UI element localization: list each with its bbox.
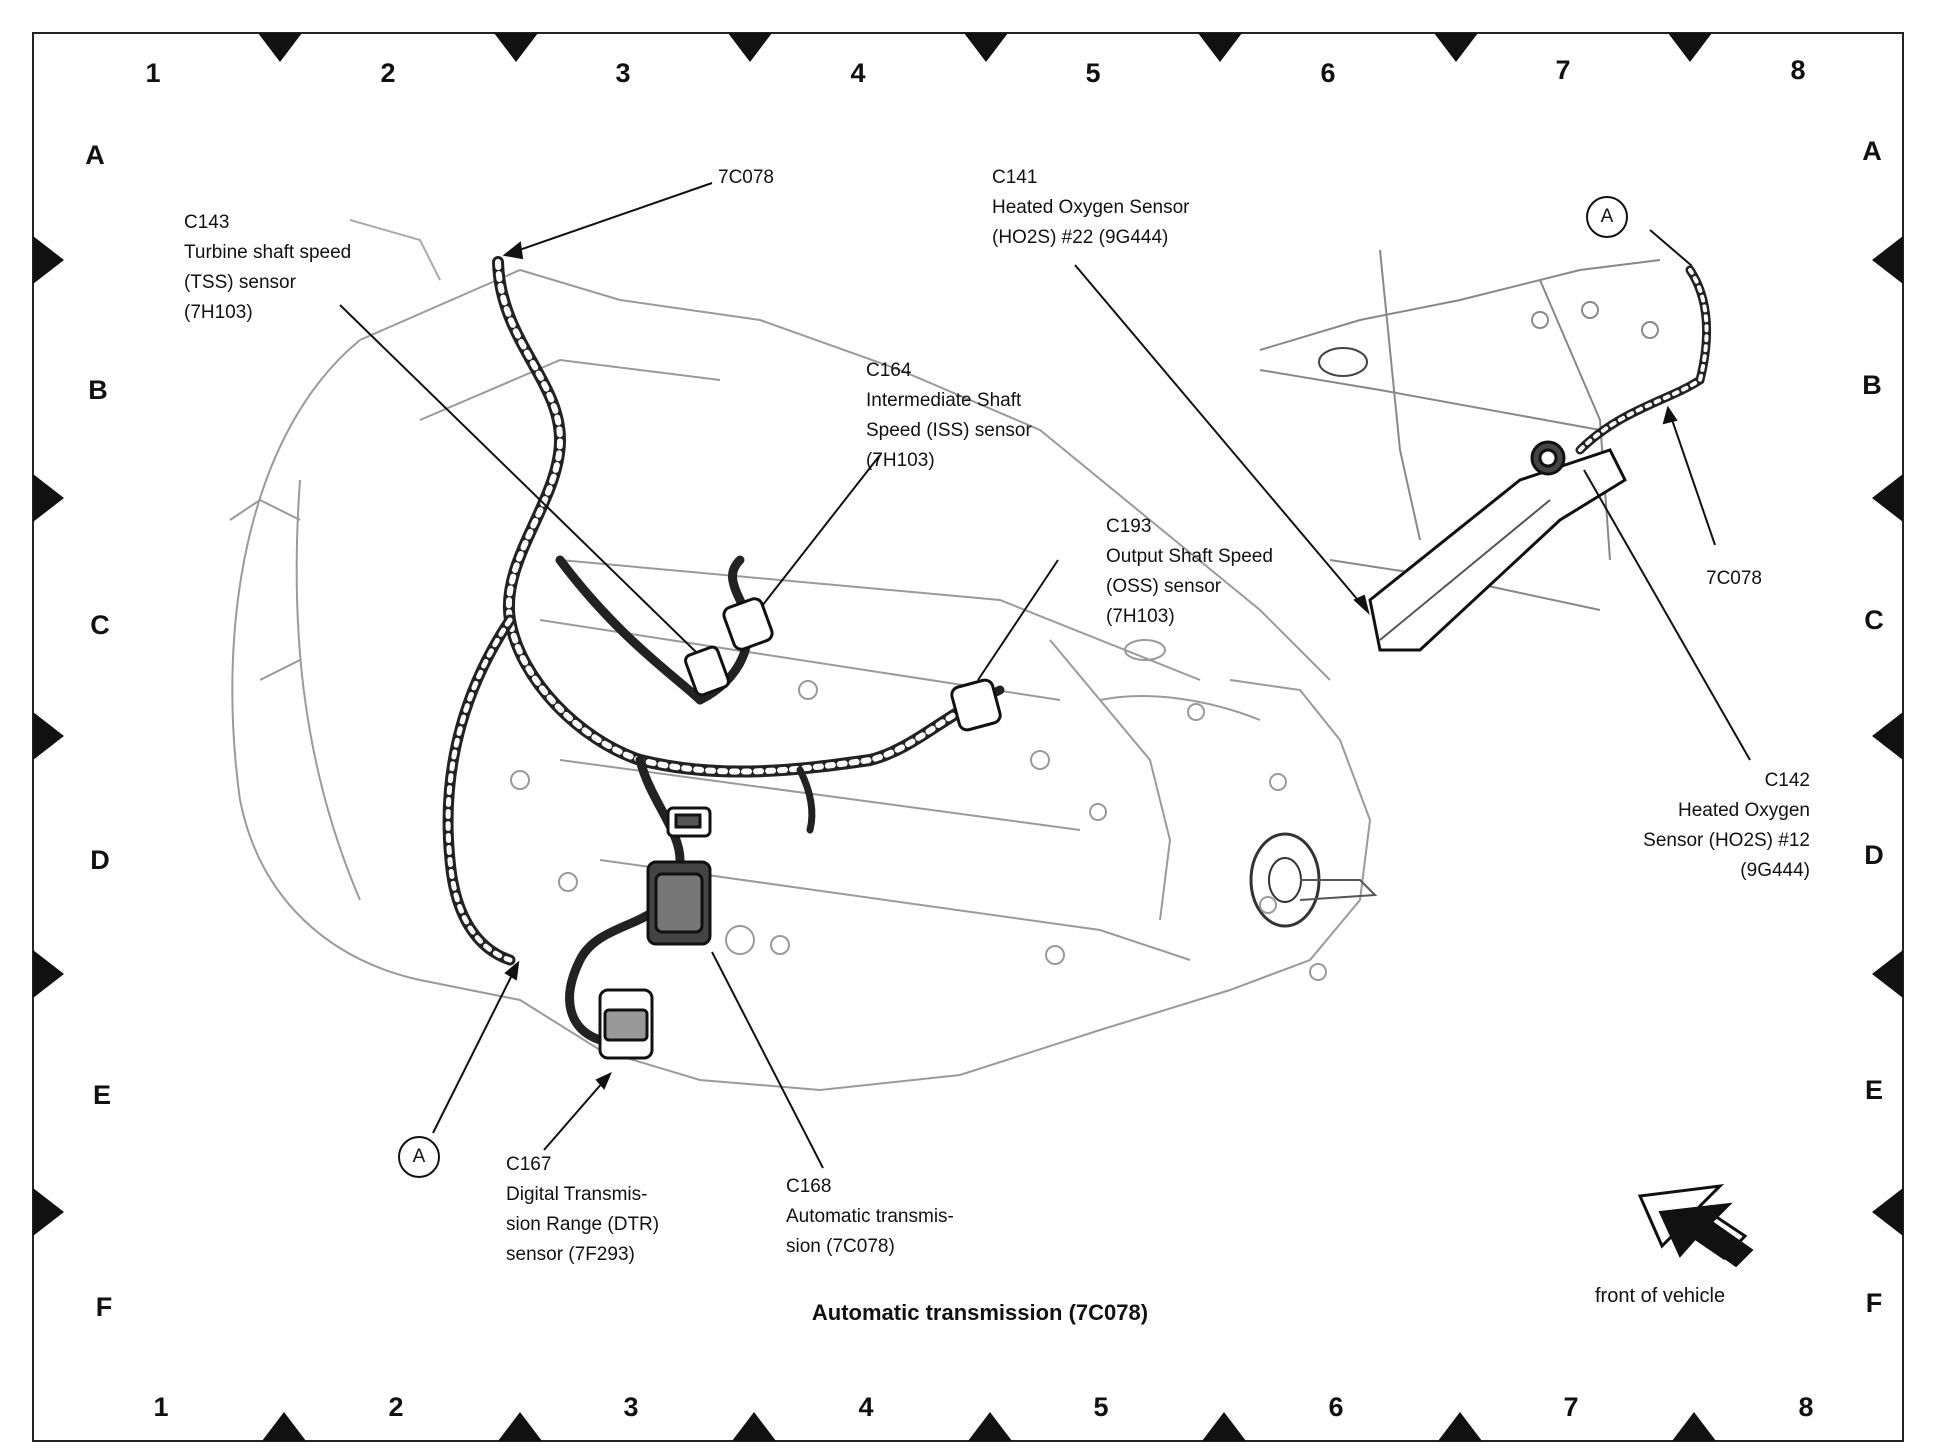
grid-col-top-2: 2 [380,58,396,88]
grid-row-left-C: C [90,610,110,640]
callout-7c078-right: 7C078 [1706,568,1762,589]
grid-col-bottom-2: 2 [388,1392,404,1422]
grid-col-bottom-6: 6 [1328,1392,1344,1422]
callout-c143: C143 Turbine shaft speed (TSS) sensor (7… [184,212,352,323]
grid-col-top-8: 8 [1790,55,1806,85]
callout-c167: C167 Digital Transmis- sion Range (DTR) … [506,1154,660,1265]
transmission-illustration [229,219,1378,1091]
grid-col-top-5: 5 [1085,58,1101,88]
grid-col-bottom-8: 8 [1798,1392,1814,1422]
grid-row-left-D: D [90,845,110,875]
callout-c142: C142 Heated Oxygen Sensor (HO2S) #12 (9G… [1643,770,1810,881]
reference-marker-a-left: A [398,1136,440,1178]
grid-col-top-1: 1 [145,58,161,88]
diagram-title: Automatic transmission (7C078) [811,1300,1149,1325]
grid-row-right-C: C [1864,605,1884,635]
grid-col-top-7: 7 [1555,55,1571,85]
front-of-vehicle-label: front of vehicle [1595,1285,1726,1307]
grid-row-right-F: F [1865,1288,1883,1318]
reference-marker-a-inset: A [1586,196,1628,238]
grid-row-left-F: F [95,1292,113,1322]
callout-c193: C193 Output Shaft Speed (OSS) sensor (7H… [1106,516,1273,627]
inset-connector [1368,440,1627,652]
grid-col-top-3: 3 [615,58,631,88]
callout-c164: C164 Intermediate Shaft Speed (ISS) sens… [866,360,1032,471]
grid-row-left-E: E [92,1080,111,1110]
grid-col-bottom-7: 7 [1563,1392,1579,1422]
top-zone-markers [258,33,1712,62]
callout-7c078-top: 7C078 [718,167,774,188]
front-of-vehicle-arrow [1637,1183,1754,1268]
callout-c168: C168 Automatic transmis- sion (7C078) [786,1176,954,1257]
grid-row-left-A: A [85,140,105,170]
connectors [598,597,1002,1060]
grid-row-right-E: E [1864,1075,1883,1105]
grid-col-bottom-1: 1 [153,1392,169,1422]
left-zone-markers [33,236,64,1236]
grid-col-top-4: 4 [850,58,866,88]
grid-row-right-B: B [1862,370,1882,400]
grid-row-left-B: B [88,375,108,405]
bottom-zone-markers [262,1412,1716,1441]
grid-row-right-D: D [1864,840,1884,870]
grid-row-right-A: A [1862,136,1882,166]
inset-harness [1575,265,1711,455]
grid-col-bottom-5: 5 [1093,1392,1109,1422]
grid-col-top-6: 6 [1320,58,1336,88]
leader-lines [339,182,1751,1169]
callout-c141: C141 Heated Oxygen Sensor (HO2S) #22 (9G… [992,167,1190,248]
right-zone-markers [1872,236,1903,1236]
grid-col-bottom-4: 4 [858,1392,874,1422]
grid-col-bottom-3: 3 [623,1392,639,1422]
